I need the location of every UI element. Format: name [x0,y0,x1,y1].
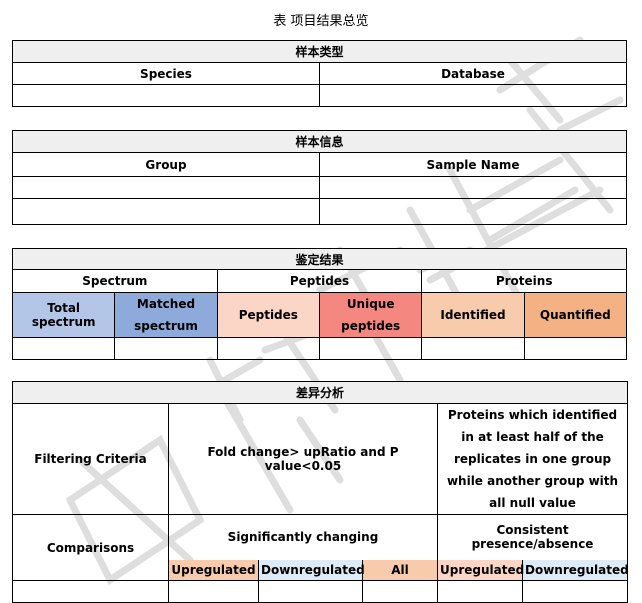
comparisons-cell[interactable] [12,580,169,603]
filtering-criteria-label: Filtering Criteria [12,403,169,515]
cons-upregulated-header: Upregulated [437,559,524,581]
total-spectrum-header: Total spectrum [11,292,116,338]
group-header: Group [12,152,320,177]
sig-downregulated-cell[interactable] [258,580,363,603]
sig-all-header: All [362,559,438,581]
group-cell[interactable] [12,176,320,199]
identified-cell[interactable] [421,337,525,360]
filtering-criteria-value: Fold change> upRatio and P value<0.05 [168,403,438,515]
comparisons-label: Comparisons [12,514,169,581]
sample-info-table: 样本信息 Group Sample Name [12,130,627,225]
species-cell[interactable] [12,84,320,107]
peptides-group: Peptides [216,269,423,293]
species-header: Species [12,62,320,85]
sig-all-cell[interactable] [362,580,438,603]
sig-downregulated-header: Downregulated [258,559,365,581]
matched-spectrum-header: Matched spectrum [114,292,218,338]
quantified-cell[interactable] [523,337,628,360]
spectrum-group: Spectrum [12,269,218,293]
identification-table: 鉴定结果 Spectrum Peptides Proteins Total sp… [11,248,628,360]
consistent-presence-header: Consistent presence/absence [436,514,629,560]
proteins-note: Proteins which identified in at least ha… [436,403,629,515]
difference-table: 差异分析 Filtering Criteria Fold change> upR… [11,381,629,603]
sample-info-header: 样本信息 [12,130,627,153]
sig-upregulated-cell[interactable] [168,580,259,603]
unique-peptides-header: Unique peptides [318,292,423,338]
database-header: Database [319,62,627,85]
peptides-cell[interactable] [216,337,320,360]
difference-header: 差异分析 [11,381,629,404]
matched-spectrum-cell[interactable] [114,337,218,360]
significantly-changing-header: Significantly changing [168,514,438,560]
identified-header: Identified [421,292,525,338]
cons-upregulated-cell[interactable] [437,580,523,603]
cons-downregulated-header: Downregulated [521,559,629,581]
page-title: 表 项目结果总览 [273,14,369,29]
sample-name-cell[interactable] [319,198,627,225]
sample-name-header: Sample Name [319,152,627,177]
quantified-header: Quantified [523,292,628,338]
proteins-group: Proteins [421,269,627,293]
sig-upregulated-header: Upregulated [168,559,259,581]
total-spectrum-cell[interactable] [11,337,116,360]
group-cell[interactable] [12,198,320,225]
unique-peptides-cell[interactable] [318,337,423,360]
sample-type-table: 样本类型 Species Database [12,40,627,107]
identification-header: 鉴定结果 [12,248,627,270]
sample-type-header: 样本类型 [12,40,627,63]
cons-downregulated-cell[interactable] [521,580,629,603]
peptides-header: Peptides [216,292,320,338]
sample-name-cell[interactable] [319,176,627,199]
database-cell[interactable] [319,84,627,107]
